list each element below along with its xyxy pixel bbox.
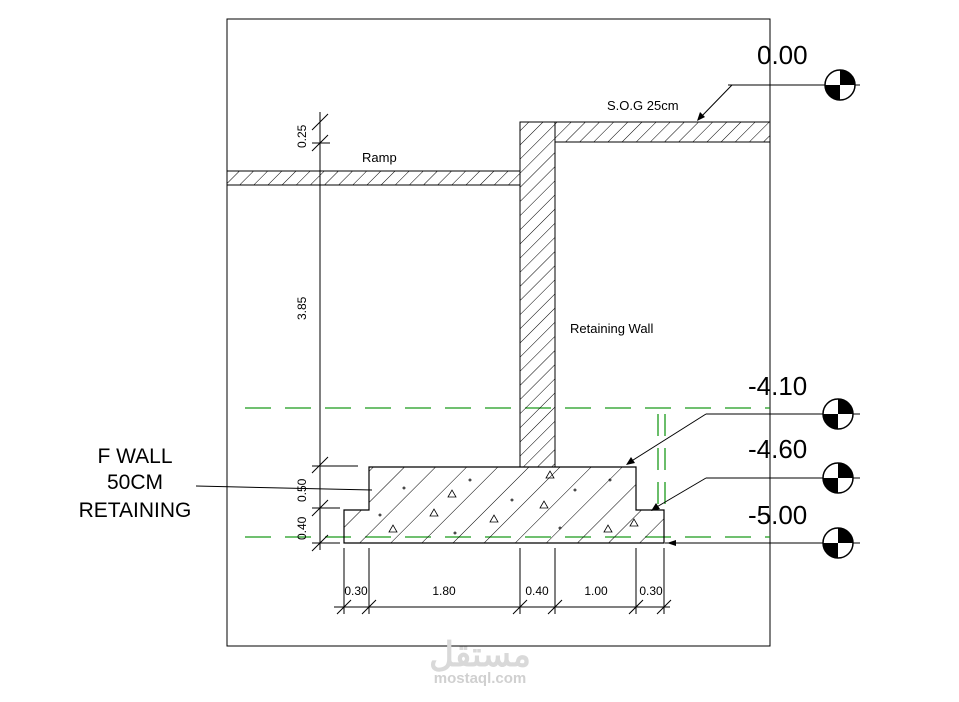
f-wall-label-line-1: F WALL [97, 445, 172, 468]
dim-label-h-5: 0.30 [639, 584, 663, 598]
level-markers [665, 69, 860, 559]
watermark-site: mostaql.com [434, 670, 527, 687]
sog-slab [554, 121, 771, 143]
vertical-dimension [311, 112, 358, 552]
retaining-wall-stem [519, 121, 556, 468]
dim-label-0-40: 0.40 [295, 516, 309, 540]
f-wall-label-line-2: 50CM [107, 471, 163, 494]
wall-footing [343, 466, 665, 544]
watermark-logo: مستقل [429, 636, 531, 674]
leader-arrowheads [626, 112, 705, 546]
f-wall-label-line-3: RETAINING [79, 499, 192, 522]
ramp-label: Ramp [362, 150, 397, 165]
concrete-aggregate-marks [378, 470, 639, 535]
dim-label-0-25: 0.25 [295, 124, 309, 148]
level-label-3: -5.00 [748, 500, 807, 530]
leader-lines [629, 84, 733, 509]
ramp-slab [226, 170, 521, 186]
sog-label: S.O.G 25cm [607, 98, 679, 113]
retaining-wall-label: Retaining Wall [570, 321, 653, 336]
dim-label-0-50: 0.50 [295, 478, 309, 502]
level-label-2: -4.60 [748, 434, 807, 464]
sheet-border [226, 18, 771, 647]
level-marker-0 [728, 69, 860, 101]
dim-label-h-1: 0.30 [344, 584, 368, 598]
dim-label-3-85: 3.85 [295, 296, 309, 320]
horizontal-dimension [334, 548, 672, 615]
level-marker-2 [706, 462, 860, 494]
level-marker-3 [665, 527, 860, 559]
level-label-0: 0.00 [757, 40, 808, 70]
f-wall-leader [195, 485, 373, 491]
dim-label-h-4: 1.00 [584, 584, 608, 598]
dim-label-h-3: 0.40 [525, 584, 549, 598]
level-label-1: -4.10 [748, 371, 807, 401]
dim-label-h-2: 1.80 [432, 584, 456, 598]
level-marker-1 [706, 398, 860, 430]
